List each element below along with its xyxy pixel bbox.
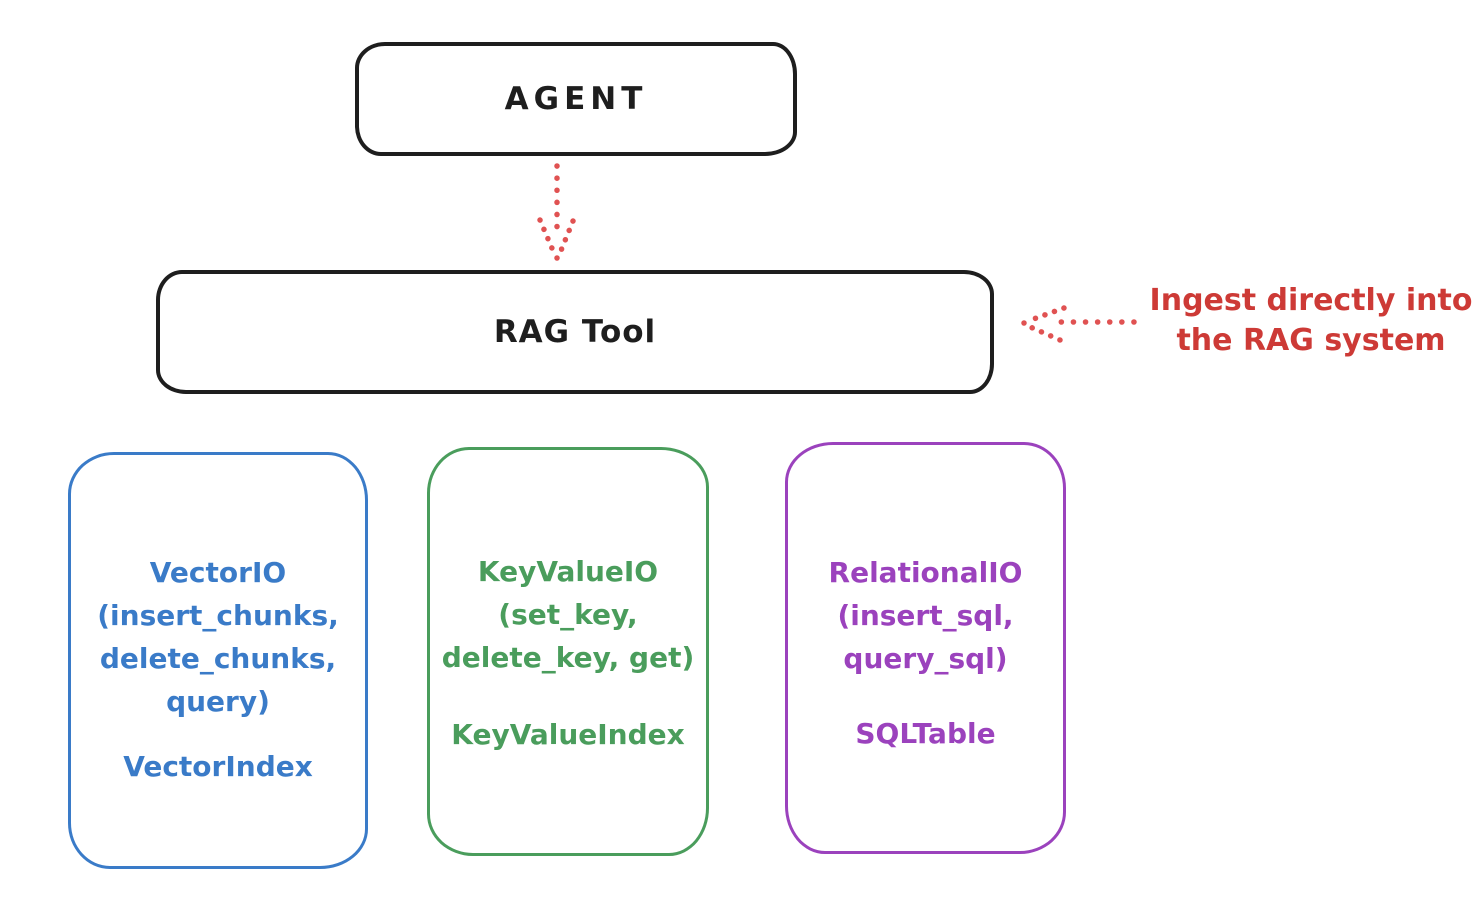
ingest-annotation-line1: Ingest directly into (1149, 283, 1473, 318)
rag-tool-node-label: RAG Tool (493, 314, 657, 350)
vector-io-methods-line: query) (166, 685, 270, 718)
connector-agent-to-ragtool (537, 163, 576, 261)
sql-table-label: SQLTable (855, 717, 996, 750)
relational-io-title-line: RelationalIO (828, 556, 1023, 589)
connector-ingest-annotation (1021, 305, 1137, 343)
vector-io-methods-line: (insert_chunks, (97, 599, 339, 632)
agent-node: AGENT (355, 42, 797, 156)
relational-io-methods-line: (insert_sql, (837, 599, 1014, 632)
agent-node-label: AGENT (504, 81, 648, 117)
ingest-annotation-line2: the RAG system (1176, 323, 1446, 358)
keyvalue-index-label: KeyValueIndex (451, 718, 685, 751)
keyvalue-io-methods-line: delete_key, get) (441, 641, 695, 674)
ingest-annotation: Ingest directly into the RAG system (1138, 281, 1484, 361)
backend-box-relational-io: RelationalIO (insert_sql, query_sql) SQL… (785, 442, 1066, 854)
vector-index-label: VectorIndex (123, 750, 313, 783)
keyvalue-io-methods-line: (set_key, (498, 598, 638, 631)
vector-io-methods-line: delete_chunks, (99, 642, 337, 675)
backend-box-keyvalue-io: KeyValueIO (set_key, delete_key, get) Ke… (427, 447, 709, 856)
vector-io-title-line: VectorIO (149, 556, 287, 589)
keyvalue-io-title-line: KeyValueIO (477, 555, 659, 588)
rag-tool-node: RAG Tool (156, 270, 994, 394)
relational-io-methods-line: query_sql) (843, 642, 1008, 675)
backend-box-vector-io: VectorIO (insert_chunks, delete_chunks, … (68, 452, 368, 869)
